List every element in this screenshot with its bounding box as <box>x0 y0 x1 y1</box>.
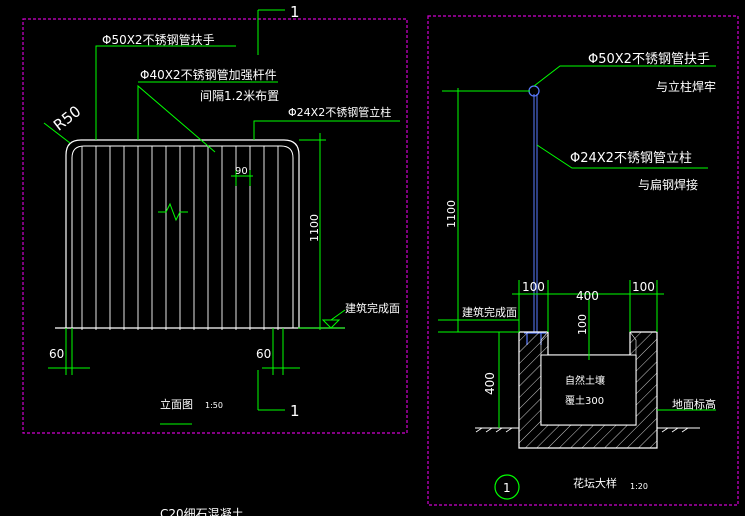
section-cut-mark-top: 1 <box>290 3 300 21</box>
section-dim-left: 100 <box>522 280 545 294</box>
post-leader <box>253 120 400 140</box>
elevation-view: 1 1 建筑完成面 Φ50X2不锈钢管扶手 Φ <box>43 3 400 425</box>
elevation-finish-label: 建筑完成面 <box>345 301 400 315</box>
section-handrail-leader <box>533 65 716 87</box>
section-dim-mid: 400 <box>576 289 599 303</box>
section-handrail-label-2: 与立柱焊牢 <box>656 79 716 94</box>
section-detail-mark: 1 <box>503 481 511 495</box>
elevation-scale: 1:50 <box>205 401 223 410</box>
elevation-reinforce-label: Φ40X2不锈钢管加强杆件 <box>140 67 277 82</box>
section-finish-label: 建筑完成面 <box>462 305 517 319</box>
footer-cut-text: C20细石混凝土 <box>160 506 244 516</box>
planter-soil <box>540 354 637 426</box>
elevation-height-dim: 1100 <box>308 214 321 242</box>
reinforce-leader <box>137 84 216 153</box>
elevation-spacing-dim: 90 <box>235 166 248 177</box>
detail-mark-circle <box>494 474 520 500</box>
section-handrail-label-1: Φ50X2不锈钢管扶手 <box>588 52 710 67</box>
section-post-label-1: Φ24X2不锈钢管立柱 <box>570 151 692 166</box>
handrail-leader <box>95 45 236 140</box>
break-mark <box>158 202 188 222</box>
section-dim-vert-big: 400 <box>483 372 497 395</box>
section-post-leader <box>536 144 708 169</box>
elevation-post-label: Φ24X2不锈钢管立柱 <box>288 105 391 119</box>
section-dim-right: 100 <box>632 280 655 294</box>
elevation-handrail-label: Φ50X2不锈钢管扶手 <box>102 32 215 47</box>
elevation-left-dim: 60 <box>49 347 64 361</box>
section-title: 花坛大样 <box>573 476 617 490</box>
section-dim-vert-small: 100 <box>576 314 589 335</box>
elevation-reinforce-spacing: 间隔1.2米布置 <box>200 89 279 103</box>
section-view: Φ50X2不锈钢管扶手 与立柱焊牢 Φ24X2不锈钢管立柱 与扁钢焊接 1100… <box>438 52 716 500</box>
elevation-frame <box>22 18 408 434</box>
section-height-dim: 1100 <box>445 200 458 228</box>
elevation-right-dim: 60 <box>256 347 271 361</box>
section-soil-label-1: 自然土壤 <box>565 374 605 387</box>
section-ground-label: 地面标高 <box>672 397 716 411</box>
elevation-mark-symbol <box>321 319 341 329</box>
section-scale: 1:20 <box>630 482 648 491</box>
section-post-label-2: 与扁钢焊接 <box>638 177 698 192</box>
elevation-title: 立面图 <box>160 397 193 411</box>
posts <box>81 146 279 330</box>
section-soil-label-2: 覆土300 <box>565 394 604 407</box>
handrail-outline <box>65 139 300 328</box>
radius-leader <box>43 122 71 144</box>
elevation-radius-label: R50 <box>50 102 84 134</box>
section-frame <box>427 15 739 506</box>
section-cut-mark-bottom: 1 <box>290 402 300 420</box>
